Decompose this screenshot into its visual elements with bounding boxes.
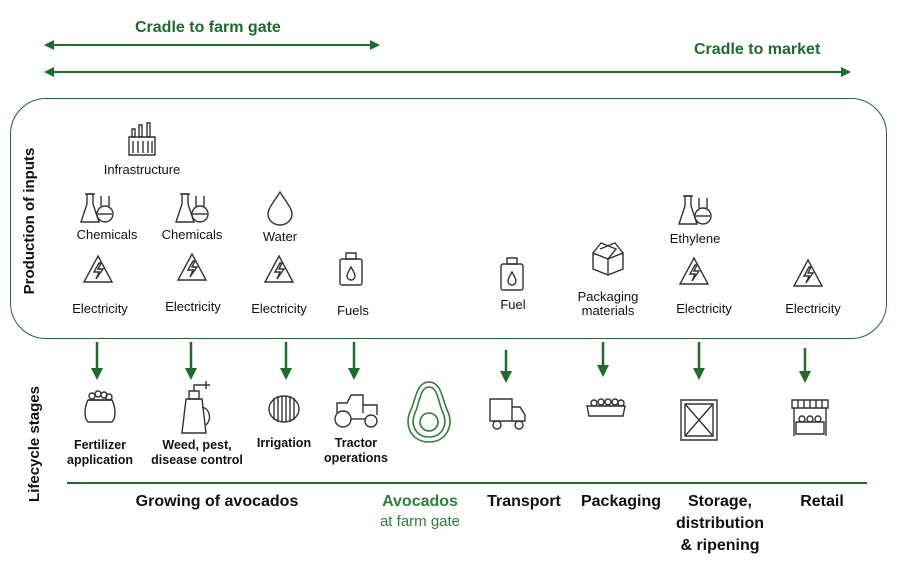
production-of-inputs-label: Production of inputs <box>21 147 38 295</box>
packaging-materials-label: Packaging materials <box>563 290 653 318</box>
cradle-to-market-label: Cradle to market <box>694 41 821 58</box>
factory-icon <box>127 121 157 157</box>
sprayer-icon <box>176 379 216 437</box>
market-arrow-right <box>841 67 851 77</box>
transport-label: Transport <box>487 493 561 510</box>
electricity-icon <box>263 254 295 284</box>
storage-label: Storage, distribution & ripening <box>665 491 775 557</box>
tractor-line-2: operations <box>324 451 388 465</box>
storage-line-3: & ripening <box>680 537 760 554</box>
cradle-to-farm-gate-label: Cradle to farm gate <box>135 19 281 36</box>
weed-line-2: disease control <box>151 453 243 467</box>
fertilizer-label: Fertilizer application <box>55 438 145 468</box>
inputs-box <box>10 98 887 339</box>
flask-icon <box>174 192 210 226</box>
weed-pest-label: Weed, pest, disease control <box>142 438 252 468</box>
growing-label: Growing of avocados <box>135 493 299 510</box>
irrigation-label: Irrigation <box>256 436 312 450</box>
fuels-label: Fuels <box>337 303 369 318</box>
flask-icon <box>79 192 115 226</box>
stages-divider <box>67 482 867 484</box>
retail-label: Retail <box>800 493 844 510</box>
fertilizer-bag-icon <box>82 388 118 424</box>
chemicals-label-2: Chemicals <box>161 227 223 242</box>
fuel-can-icon <box>499 256 525 292</box>
packaging-materials-line-1: Packaging <box>577 289 639 304</box>
input-arrows <box>91 342 811 383</box>
electricity-icon <box>678 256 710 286</box>
electricity-label-2: Electricity <box>165 299 221 314</box>
ethylene-label: Ethylene <box>669 231 721 246</box>
farm-gate-arrow-left <box>44 40 54 50</box>
water-label: Water <box>262 229 298 244</box>
tractor-icon <box>331 393 381 429</box>
tractor-line-1: Tractor <box>334 436 378 450</box>
storage-line-2: distribution <box>676 515 764 532</box>
packaging-materials-line-2: materials <box>581 303 635 318</box>
flask-icon <box>677 194 713 228</box>
avocado-icon <box>404 380 454 444</box>
crate-icon <box>679 398 719 442</box>
market-stall-icon <box>790 396 830 440</box>
electricity-icon <box>176 252 208 282</box>
infrastructure-label: Infrastructure <box>103 162 181 177</box>
fertilizer-line-2: application <box>67 453 133 467</box>
packaging-box-icon <box>589 239 627 277</box>
fertilizer-line-1: Fertilizer <box>73 438 127 452</box>
fuel-can-icon <box>338 251 364 287</box>
water-drop-icon <box>266 190 294 226</box>
farm-gate-arrow-right <box>370 40 380 50</box>
scope-arrows <box>44 40 851 77</box>
irrigation-hose-icon <box>266 393 302 425</box>
electricity-label-1: Electricity <box>72 301 128 316</box>
electricity-label-3: Electricity <box>251 301 307 316</box>
avocados-label: Avocados <box>382 493 458 510</box>
chemicals-label-1: Chemicals <box>76 227 138 242</box>
weed-line-1: Weed, pest, <box>162 438 232 452</box>
electricity-icon <box>82 254 114 284</box>
farm-gate-label: at farm gate <box>379 513 461 530</box>
electricity-label-4: Electricity <box>676 301 732 316</box>
electricity-icon <box>792 258 824 288</box>
tray-icon <box>585 396 627 418</box>
tractor-label: Tractor operations <box>316 436 396 466</box>
electricity-label-5: Electricity <box>785 301 841 316</box>
truck-icon <box>488 395 528 431</box>
storage-line-1: Storage, <box>687 493 752 510</box>
market-arrow-left <box>44 67 54 77</box>
packaging-label: Packaging <box>580 493 662 510</box>
fuel-label: Fuel <box>500 297 526 312</box>
lifecycle-stages-label: Lifecycle stages <box>26 386 43 502</box>
